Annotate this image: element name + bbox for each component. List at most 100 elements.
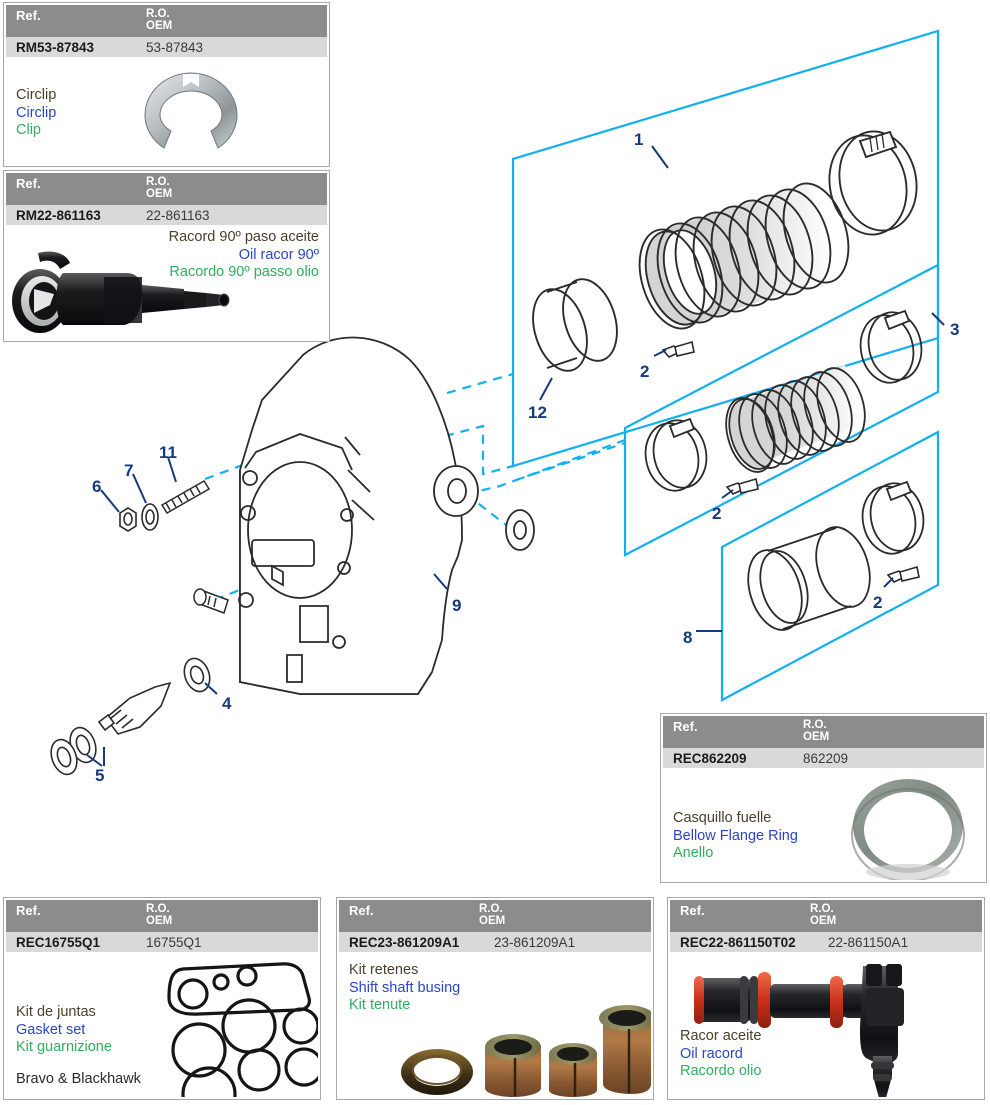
desc-it: Kit guarnizione — [16, 1039, 112, 1055]
part-ref-value: REC22-861150T02 — [680, 934, 796, 950]
circlip-photo — [121, 65, 261, 157]
gasket-set-photo — [161, 954, 318, 1097]
header-ref-label: Ref. — [673, 719, 698, 734]
part-card-circlip[interactable]: Ref. R.O. OEM RM53-87843 53-87843 — [3, 2, 330, 167]
desc-en: Circlip — [16, 104, 57, 121]
callout-2b: 2 — [712, 504, 722, 523]
card-body: Kit de juntas Gasket set Kit guarnizione… — [6, 952, 318, 1097]
desc-en: Oil racord — [680, 1045, 743, 1062]
card-header: Ref. R.O. OEM — [663, 716, 984, 748]
card-subrow: REC16755Q1 16755Q1 — [6, 932, 318, 952]
desc-it: Kit tenute — [349, 997, 411, 1013]
part-ref-value: RM22-861163 — [16, 207, 101, 223]
part-description: Kit de juntas Gasket set Kit guarnizione… — [16, 1004, 141, 1088]
part-card-bellow-flange-ring[interactable]: Ref. R.O. OEM REC862209 862209 — [660, 713, 987, 883]
hose-clamp-exhaust — [861, 480, 925, 555]
card-body: Racor aceite Oil racord Racordo olio — [670, 952, 982, 1097]
desc-es: Racord 90º paso aceite — [168, 229, 319, 245]
clamp-screw-1 — [661, 340, 695, 358]
part-ref-value: RM53-87843 — [16, 39, 95, 55]
desc-it: Racordo olio — [680, 1063, 762, 1079]
header-oem-label: R.O. OEM — [146, 176, 173, 200]
desc-es: Kit de juntas — [16, 1004, 96, 1020]
part-description: Racord 90º paso aceite Oil racor 90º Rac… — [169, 229, 319, 282]
callout-6: 6 — [92, 477, 102, 496]
desc-en: Shift shaft busing — [349, 979, 461, 996]
panel-exhaust-tube — [720, 430, 940, 702]
desc-es: Kit retenes — [349, 962, 419, 978]
part-ref-value: REC862209 — [673, 750, 747, 766]
callout-5: 5 — [95, 766, 105, 785]
card-body: Kit retenes Shift shaft busing Kit tenut… — [339, 952, 651, 1097]
card-body: Racord 90º paso aceite Oil racor 90º Rac… — [6, 225, 327, 339]
bellow-large — [638, 182, 850, 330]
callout-1: 1 — [634, 130, 644, 149]
hose-clamp-large — [828, 130, 918, 236]
callout-2a: 2 — [640, 362, 650, 381]
hose-clamp-small-right — [859, 309, 923, 384]
part-description: Racor aceite Oil racord Racordo olio — [680, 1028, 761, 1081]
callout-8: 8 — [683, 628, 693, 647]
clamp-screw-2 — [725, 477, 759, 495]
shift-shaft-busing-photo — [397, 992, 651, 1097]
callout-2c: 2 — [873, 593, 883, 612]
bellow-flange-ring-drawing — [532, 278, 618, 372]
oil-plug — [193, 588, 229, 614]
card-subrow: REC22-861150T02 22-861150A1 — [670, 932, 982, 952]
part-description: Casquillo fuelle Bellow Flange Ring Anel… — [673, 810, 798, 863]
panel-bellow-large — [511, 29, 940, 468]
card-body: Casquillo fuelle Bellow Flange Ring Anel… — [663, 768, 984, 880]
header-oem-label: R.O. OEM — [810, 903, 837, 927]
desc-en: Bellow Flange Ring — [673, 827, 798, 844]
header-ref-label: Ref. — [349, 903, 374, 918]
card-body: Circlip Circlip Clip — [6, 57, 327, 164]
washer — [141, 503, 159, 531]
callout-12: 12 — [528, 403, 547, 422]
part-ref-value: REC16755Q1 — [16, 934, 101, 950]
part-card-shift-shaft-busing[interactable]: Ref. R.O. OEM REC23-861209A1 23-861209A1 — [336, 897, 654, 1100]
header-ref-label: Ref. — [16, 8, 41, 23]
header-oem-label: R.O. OEM — [146, 8, 173, 32]
hose-clamp-small-left — [644, 417, 708, 492]
desc-note: Bravo & Blackhawk — [16, 1070, 141, 1087]
header-ref-label: Ref. — [16, 903, 41, 918]
card-subrow: RM22-861163 22-861163 — [6, 205, 327, 225]
bellow-flange-ring-photo — [833, 772, 983, 880]
callout-3: 3 — [950, 320, 960, 339]
header-oem-label: R.O. OEM — [803, 719, 830, 743]
desc-it: Clip — [16, 122, 41, 138]
part-ref-value: REC23-861209A1 — [349, 934, 460, 950]
part-oem-value: 16755Q1 — [146, 934, 202, 950]
header-ref-label: Ref. — [16, 176, 41, 191]
callout-11: 11 — [159, 443, 177, 462]
part-card-oil-racor-90[interactable]: Ref. R.O. OEM RM22-861163 22-861163 — [3, 170, 330, 342]
nut — [119, 507, 137, 532]
oil-racor-90-photo — [8, 247, 238, 339]
stud — [160, 479, 211, 515]
shift-shaft-assembly — [50, 657, 211, 776]
clamp-screw-3 — [886, 565, 920, 583]
desc-en: Gasket set — [16, 1021, 86, 1038]
header-ref-label: Ref. — [680, 903, 705, 918]
panel-bellow-small — [623, 263, 940, 557]
desc-es: Casquillo fuelle — [673, 810, 772, 826]
part-card-oil-racord[interactable]: Ref. R.O. OEM REC22-861150T02 22-861150A… — [667, 897, 985, 1100]
callout-9: 9 — [452, 596, 462, 615]
desc-en: Oil racor 90º — [238, 246, 319, 263]
oil-racord-photo — [680, 958, 980, 1097]
card-subrow: REC23-861209A1 23-861209A1 — [339, 932, 651, 952]
exhaust-tube — [747, 526, 871, 631]
connector-lines — [204, 372, 626, 602]
header-oem-label: R.O. OEM — [479, 903, 506, 927]
part-card-gasket-set[interactable]: Ref. R.O. OEM REC16755Q1 16755Q1 — [3, 897, 321, 1100]
card-subrow: RM53-87843 53-87843 — [6, 37, 327, 57]
desc-es: Circlip — [16, 87, 57, 103]
card-header: Ref. R.O. OEM — [6, 5, 327, 37]
callout-4: 4 — [222, 694, 232, 713]
desc-it: Racordo 90º passo olio — [169, 264, 319, 280]
part-oem-value: 23-861209A1 — [494, 934, 576, 950]
gear-housing — [238, 336, 479, 695]
desc-es: Racor aceite — [680, 1028, 762, 1044]
card-header: Ref. R.O. OEM — [670, 900, 982, 932]
